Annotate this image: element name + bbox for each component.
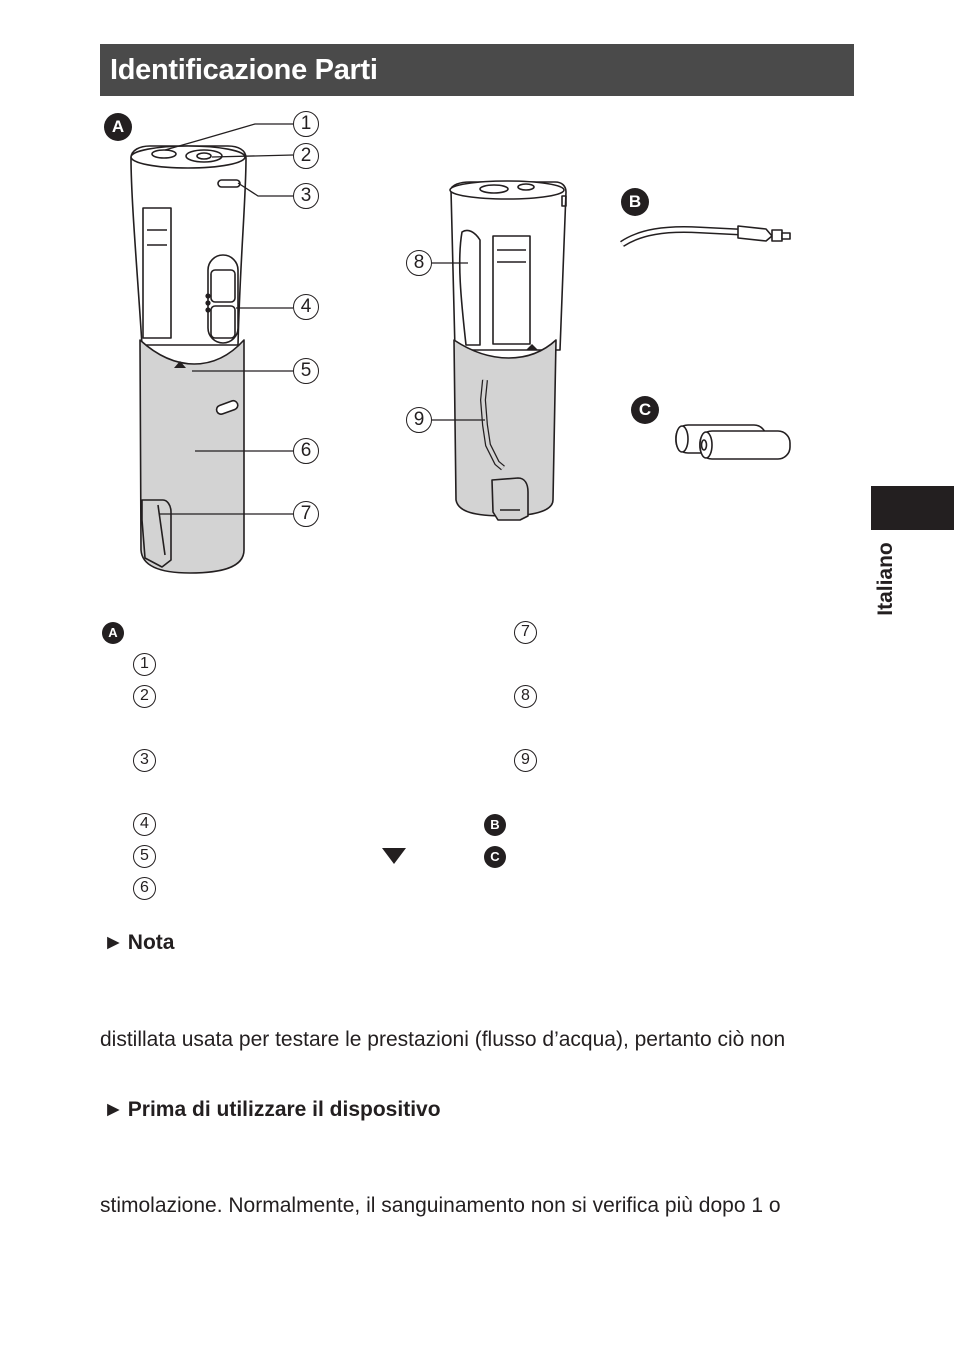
section-header-bar: Identificazione Parti [100, 44, 854, 96]
legend-item-2: 2 [133, 685, 156, 708]
callout-6: 6 [293, 438, 319, 464]
figure-badge-a: A [104, 113, 132, 141]
device-a-nozzle-socket [185, 149, 223, 163]
legend-badge-a: A [102, 622, 124, 644]
play-arrow-icon: ► [103, 1098, 124, 1121]
figure-badge-c: C [631, 396, 659, 424]
callout-7: 7 [293, 501, 319, 527]
callout-3: 3 [293, 183, 319, 209]
device-a-switch [207, 254, 239, 344]
note-heading: ►Nota [103, 931, 175, 954]
device-middle-inner [458, 229, 481, 346]
legend-item-5: 5 [133, 845, 156, 868]
device-middle-window [492, 235, 531, 345]
legend-item-6: 6 [133, 877, 156, 900]
play-arrow-icon: ► [103, 931, 124, 954]
legend-item-9: 9 [514, 749, 537, 772]
legend-item-3: 3 [133, 749, 156, 772]
note-text-line: distillata usata per testare le prestazi… [100, 1028, 786, 1051]
section-title: Identificazione Parti [110, 54, 378, 86]
batteries [675, 424, 791, 460]
legend-item-7: 7 [514, 621, 537, 644]
legend-item-8: 8 [514, 685, 537, 708]
device-middle-cap [491, 477, 529, 521]
parts-illustration [130, 123, 791, 574]
legend-item-1: 1 [133, 653, 156, 676]
legend-badge-c: C [484, 846, 506, 868]
legend-item-4: 4 [133, 813, 156, 836]
language-tab-marker [871, 486, 954, 530]
device-a-led [217, 179, 241, 188]
device-a-cap [141, 499, 172, 568]
before-use-heading: ►Prima di utilizzare il dispositivo [103, 1098, 441, 1121]
device-a-window [142, 207, 172, 339]
down-triangle-icon [382, 848, 406, 864]
legend-badge-b: B [484, 814, 506, 836]
callout-9: 9 [406, 407, 432, 433]
callout-5: 5 [293, 358, 319, 384]
before-use-text-line: stimolazione. Normalmente, il sanguiname… [100, 1194, 781, 1217]
callout-1: 1 [293, 111, 319, 137]
callout-2: 2 [293, 143, 319, 169]
figure-badge-b: B [621, 188, 649, 216]
callout-4: 4 [293, 294, 319, 320]
device-a-nozzle-button [151, 149, 177, 159]
callout-8: 8 [406, 250, 432, 276]
device-middle-tank [453, 339, 557, 517]
